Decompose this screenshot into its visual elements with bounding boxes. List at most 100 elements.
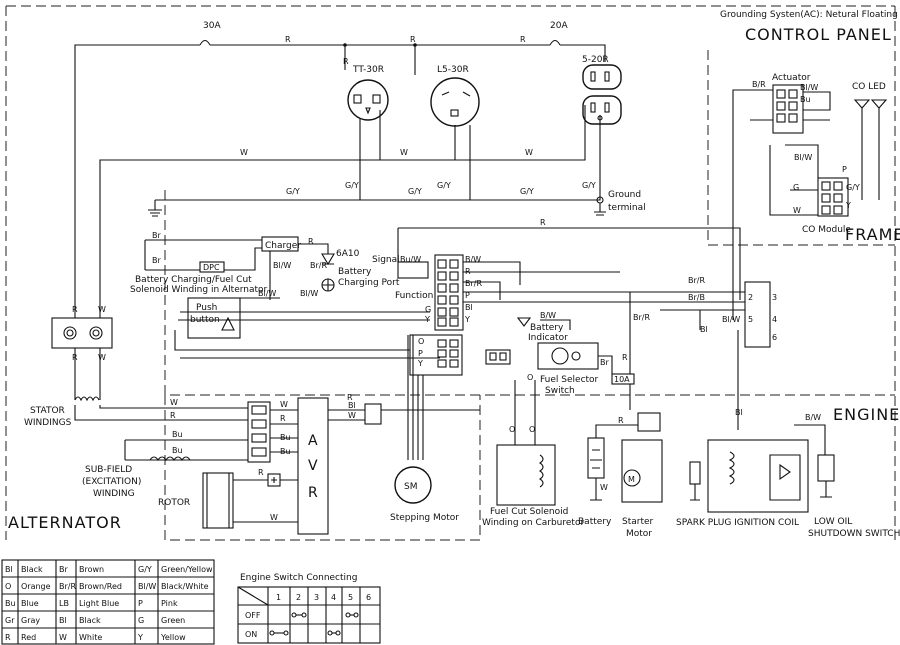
legend-cell: White	[79, 633, 102, 642]
wire-label: W	[280, 400, 288, 409]
wire-label: Bl/W	[800, 83, 818, 92]
switch-pin-3: 3	[772, 293, 777, 302]
ac-bus: 30A 20A R R R R	[74, 21, 606, 320]
wire-label: Bu	[172, 446, 183, 455]
wire-label: Bl	[465, 303, 473, 312]
fuel-cut-solenoid: O O Fuel Cut Solenoid Winding on Carbure…	[482, 380, 584, 528]
alternator-title: ALTERNATOR	[8, 513, 122, 532]
switch-pin-5: 5	[748, 315, 753, 324]
wire-label: O	[527, 373, 533, 382]
wire-label: G/Y	[345, 181, 359, 190]
charging-port-label-2: Charging Port	[338, 278, 400, 288]
wire-label: R	[170, 411, 176, 420]
legend-cell: Brown/Red	[79, 582, 122, 591]
starter-motor: M Starter Motor	[620, 412, 663, 539]
battery-indicator-label-2: Indicator	[528, 333, 568, 343]
legend-cell: Gray	[21, 616, 40, 625]
main-connectors: Signal Function Bu/W R B/W R Br/R P Bl Y…	[372, 218, 777, 410]
starter-label-2: Motor	[626, 529, 652, 539]
subfield-winding: Bu Bu SUB-FIELD (EXCITATION) WINDING	[82, 430, 248, 499]
legend-cell: G	[138, 616, 144, 625]
legend-cell: Black	[21, 565, 43, 574]
wire-label: W	[240, 148, 248, 157]
wire-label: P	[465, 291, 470, 300]
co-module-label: CO Module	[802, 225, 851, 235]
wire-label: Br	[600, 358, 609, 367]
legend-cell: G/Y	[138, 565, 152, 574]
legend-cell: Bl	[5, 565, 13, 574]
legend-cell: Red	[21, 633, 36, 642]
wire-label: Bl	[348, 401, 356, 410]
battery: W Battery R	[578, 416, 624, 527]
wire-label: R	[258, 468, 264, 477]
ignition-coil: Bl SPARK PLUG IGNITION COIL	[676, 330, 809, 528]
wire-label: Bu	[280, 447, 291, 456]
engine-title: ENGINE	[833, 405, 900, 424]
switch-column-header: 3	[314, 593, 319, 602]
wire-label: G	[425, 305, 431, 314]
wire-label: R	[285, 35, 291, 44]
wire-label: P	[418, 349, 423, 358]
function-label: Function	[395, 291, 433, 301]
co-module-area: Actuator Bl/W Bu B/R CO LED Bl/W G W P G…	[732, 73, 888, 320]
fuel-selector-area: Battery Indicator B/W Fuel Selector Swit…	[485, 311, 635, 396]
breaker-20a-label: 20A	[550, 21, 568, 31]
wire-label: Bl/W	[300, 289, 318, 298]
ground-line: G/Y G/Y G/Y G/Y G/Y G/Y Ground terminal	[148, 115, 646, 217]
wire-label: W	[793, 206, 801, 215]
wire-label: Br/B	[688, 293, 705, 302]
receptacle-tt30r: TT-30R	[347, 65, 389, 121]
legend-cell: Pink	[161, 599, 178, 608]
switch-column-header: 2	[296, 593, 301, 602]
wire-label: R	[72, 305, 78, 314]
legend-cell: Bu	[5, 599, 16, 608]
switch-pin-4: 4	[772, 315, 777, 324]
battery-label: Battery	[578, 517, 612, 527]
legend-cell: P	[138, 599, 143, 608]
wire-label: G/Y	[520, 187, 534, 196]
legend-cell: Blue	[21, 599, 39, 608]
legend-cell: Light Blue	[79, 599, 119, 608]
switch-pin-6: 6	[772, 333, 777, 342]
stepping-motor-label: Stepping Motor	[390, 513, 459, 523]
legend-cell: Green/Yellow	[161, 565, 213, 574]
wire-label: Bl/W	[273, 261, 291, 270]
region-boundaries	[5, 5, 896, 541]
receptacle-520r: 5-20R	[582, 55, 622, 125]
legend-cell: Black/White	[161, 582, 209, 591]
switch-row-label: ON	[245, 630, 257, 639]
spark-plug-label: SPARK PLUG IGNITION COIL	[676, 518, 799, 528]
legend-cell: LB	[59, 599, 69, 608]
wire-label: Y	[417, 359, 423, 368]
stator-label-1: STATOR	[30, 406, 65, 416]
control-panel-title: CONTROL PANEL	[745, 25, 892, 44]
wire-label: Bl	[700, 325, 708, 334]
wire-label: W	[270, 513, 278, 522]
fuel-selector-label-1: Fuel Selector	[540, 375, 599, 385]
wire-label: Br/R	[310, 261, 327, 270]
subfield-label-1: SUB-FIELD	[85, 465, 132, 475]
wire-label: W	[348, 411, 356, 420]
wire-label: W	[170, 398, 178, 407]
starter-label-1: Starter	[622, 517, 654, 527]
wire-label: Bl/W	[258, 289, 276, 298]
subfield-label-2: (EXCITATION)	[82, 477, 141, 487]
charger-label: Charger	[265, 241, 301, 251]
wire-label: R	[520, 35, 526, 44]
wire-label: Bu	[800, 95, 811, 104]
fuel-cut-label-1: Fuel Cut Solenoid	[490, 507, 568, 517]
wire-label: G/Y	[846, 183, 860, 192]
wire-label: G/Y	[408, 187, 422, 196]
520r-label: 5-20R	[582, 55, 609, 65]
wire-label: Bu	[172, 430, 183, 439]
low-oil-label-2: SHUTDOWN SWITCH	[808, 529, 900, 539]
wire-label: R	[465, 267, 471, 276]
wire-label: W	[400, 148, 408, 157]
wire-label: W	[98, 305, 106, 314]
wire-label: B/R	[752, 80, 766, 89]
wire-label: Br	[152, 256, 161, 265]
wire-label: O	[509, 425, 515, 434]
